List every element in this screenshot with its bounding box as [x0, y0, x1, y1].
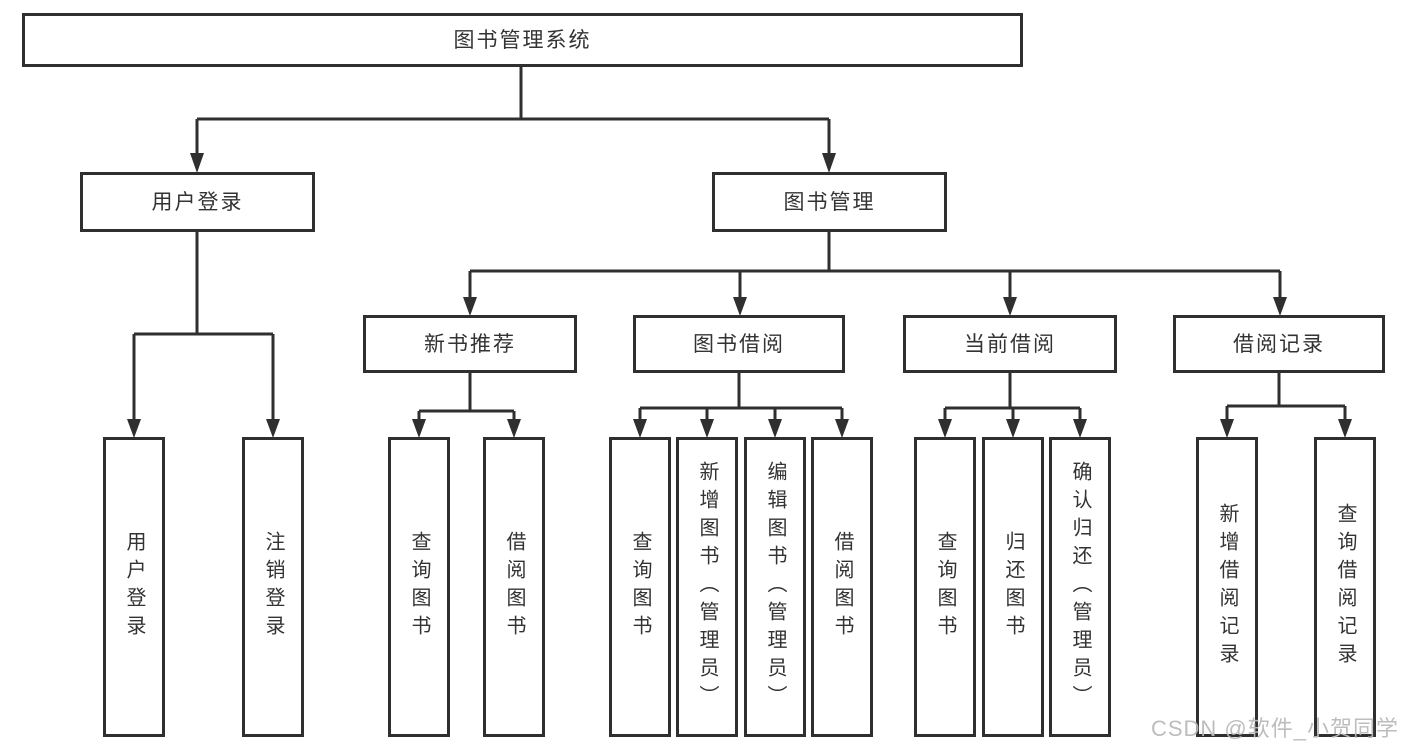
- leaf-return-books: 归还图书: [982, 437, 1044, 737]
- leaf-user-login: 用户登录: [103, 437, 165, 737]
- node-book-management: 图书管理: [712, 172, 947, 232]
- leaf-recommend-borrow-books: 借阅图书: [483, 437, 545, 737]
- node-borrow-records: 借阅记录: [1173, 315, 1385, 373]
- node-current-borrow: 当前借阅: [903, 315, 1117, 373]
- node-book-borrow: 图书借阅: [633, 315, 845, 373]
- leaf-add-borrow-record: 新增借阅记录: [1196, 437, 1258, 737]
- arrowheads: [127, 153, 1352, 438]
- leaf-logout: 注销登录: [242, 437, 304, 737]
- leaf-confirm-return-admin: 确认归还（管理员）: [1049, 437, 1111, 737]
- leaf-query-borrow-record: 查询借阅记录: [1314, 437, 1376, 737]
- node-new-book-recommend: 新书推荐: [363, 315, 577, 373]
- leaf-borrow-books: 借阅图书: [811, 437, 873, 737]
- node-user-login: 用户登录: [80, 172, 315, 232]
- leaf-current-query-books: 查询图书: [914, 437, 976, 737]
- leaf-borrow-query-books: 查询图书: [609, 437, 671, 737]
- leaf-add-books-admin: 新增图书（管理员）: [676, 437, 738, 737]
- leaf-edit-books-admin: 编辑图书（管理员）: [744, 437, 806, 737]
- node-root: 图书管理系统: [22, 13, 1023, 67]
- leaf-recommend-query-books: 查询图书: [388, 437, 450, 737]
